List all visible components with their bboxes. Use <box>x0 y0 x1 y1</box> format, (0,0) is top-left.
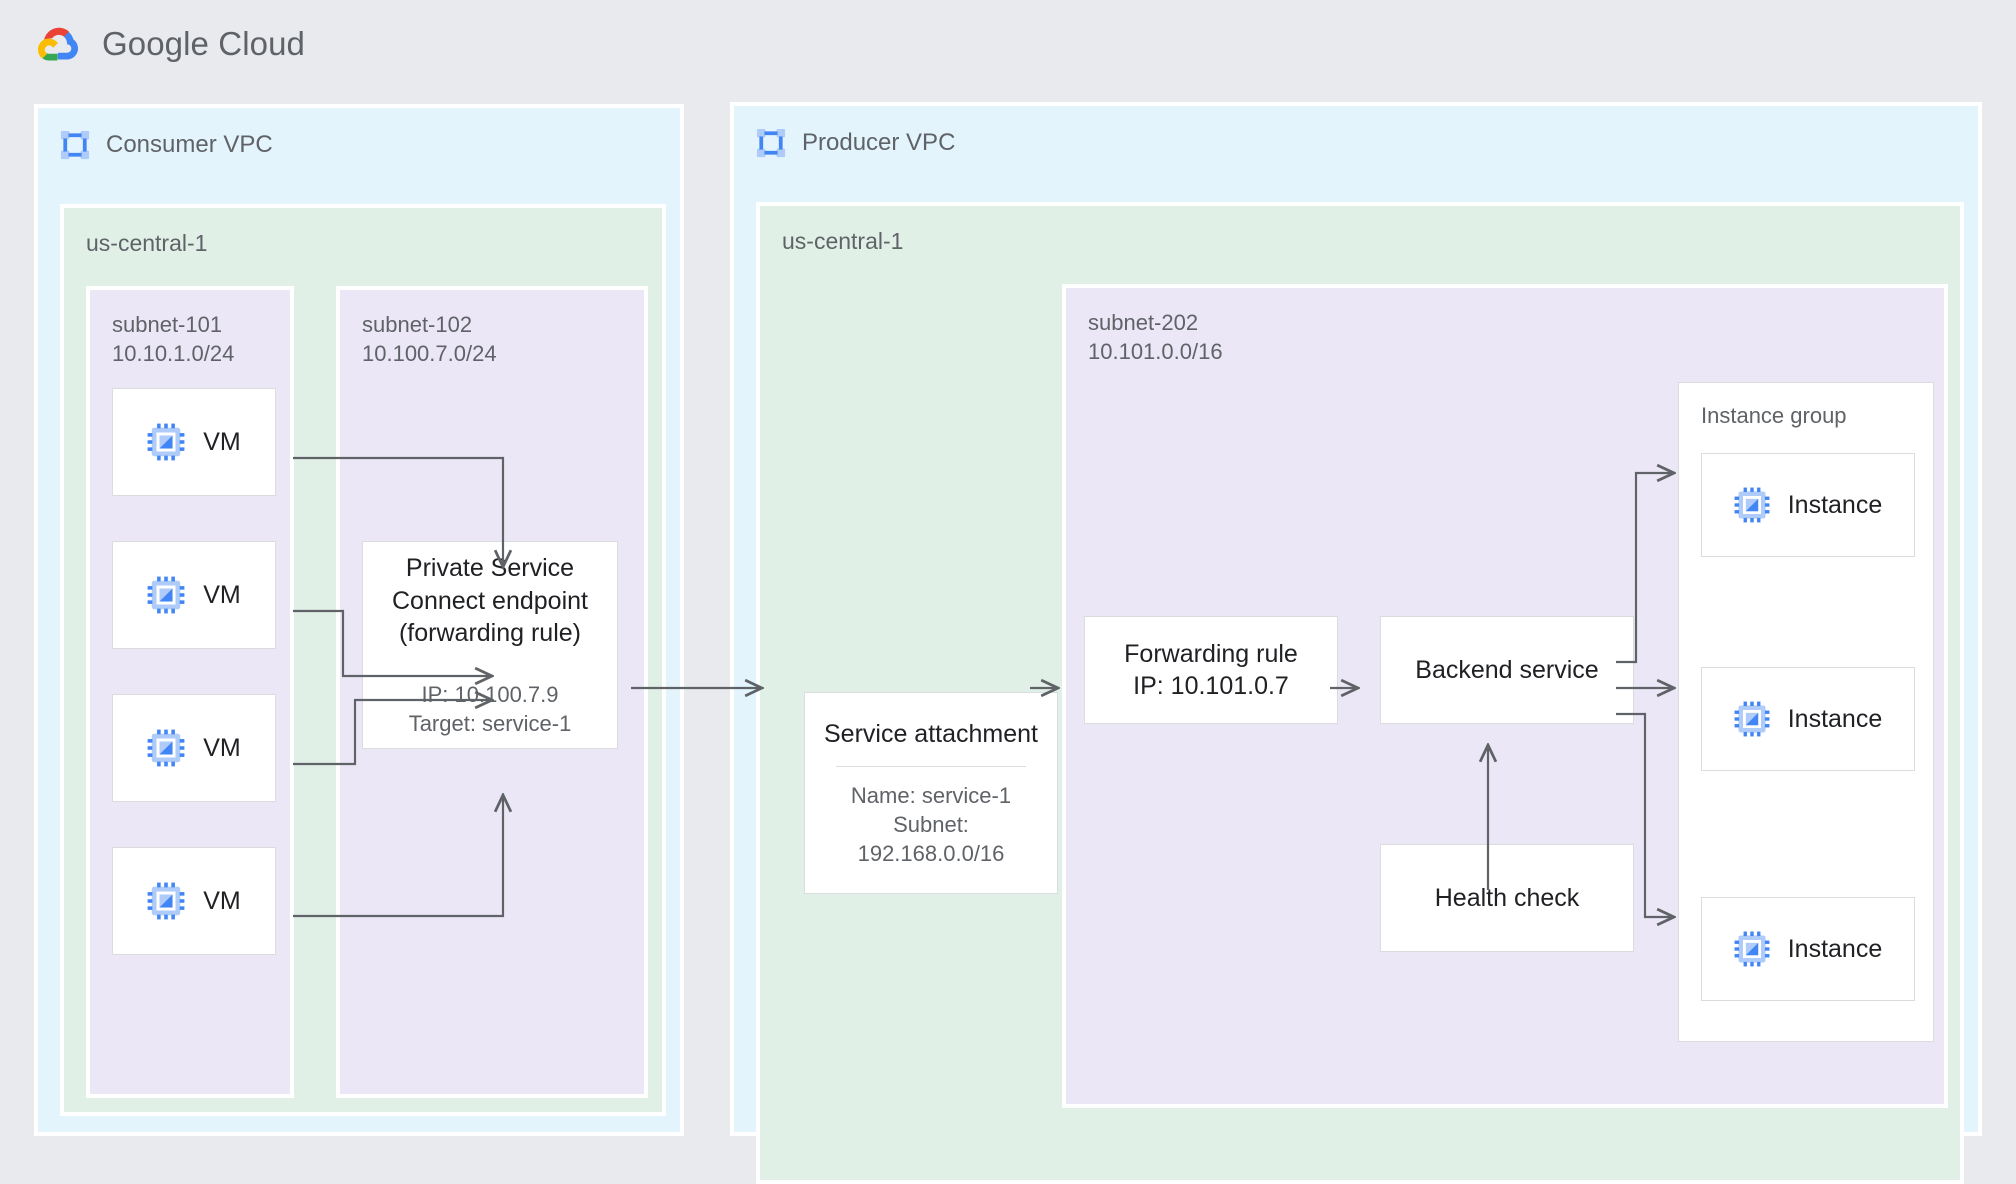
health-check-label: Health check <box>1434 884 1580 912</box>
vm-label-1: VM <box>203 428 241 456</box>
consumer-vpc-header: Consumer VPC <box>60 130 273 160</box>
vm-instance-icon <box>147 423 185 461</box>
instance-card-2[interactable]: Instance <box>1701 667 1915 771</box>
producer-vpc-header: Producer VPC <box>756 128 955 158</box>
instance-card-3[interactable]: Instance <box>1701 897 1915 1001</box>
producer-region-label: us-central-1 <box>782 228 904 254</box>
vm-card-3[interactable]: VM <box>112 694 276 802</box>
psc-endpoint-title: Private Service Connect endpoint (forwar… <box>392 554 588 648</box>
forwarding-rule-label: Forwarding rule IP: 10.101.0.7 <box>1124 640 1298 700</box>
service-attachment-card[interactable]: Service attachment Name: service-1 Subne… <box>804 692 1058 894</box>
vm-card-2[interactable]: VM <box>112 541 276 649</box>
vpc-network-icon <box>756 128 786 158</box>
instance-label-3: Instance <box>1787 935 1883 963</box>
psc-endpoint-card[interactable]: Private Service Connect endpoint (forwar… <box>362 541 618 749</box>
vm-label-4: VM <box>203 887 241 915</box>
vm-instance-icon <box>1734 701 1770 737</box>
backend-service-label: Backend service <box>1415 656 1599 684</box>
psc-endpoint-details: IP: 10.100.7.9 Target: service-1 <box>408 681 572 736</box>
brand-name-bold: Google <box>102 25 210 62</box>
card-divider <box>836 766 1026 768</box>
vm-instance-icon <box>147 882 185 920</box>
producer-region-container: us-central-1 Service attachment Name: se… <box>756 202 1964 1184</box>
instance-label-1: Instance <box>1787 491 1883 519</box>
forwarding-rule-card[interactable]: Forwarding rule IP: 10.101.0.7 <box>1084 616 1338 724</box>
vpc-network-icon <box>60 130 90 160</box>
brand-name-rest: Cloud <box>209 25 306 62</box>
vm-label-2: VM <box>203 581 241 609</box>
service-attachment-details: Name: service-1 Subnet: 192.168.0.0/16 <box>850 783 1012 867</box>
consumer-region-label: us-central-1 <box>86 230 208 256</box>
brand-name: Google Cloud <box>102 25 305 63</box>
producer-vpc-container: Producer VPC us-central-1 Service attach… <box>730 102 1982 1184</box>
vm-instance-icon <box>1734 487 1770 523</box>
vm-instance-icon <box>147 576 185 614</box>
instance-card-1[interactable]: Instance <box>1701 453 1915 557</box>
vm-instance-icon <box>1734 931 1770 967</box>
backend-service-card[interactable]: Backend service <box>1380 616 1634 724</box>
google-cloud-logo-icon <box>34 22 84 66</box>
brand-header: Google Cloud <box>34 22 305 66</box>
vm-card-4[interactable]: VM <box>112 847 276 955</box>
producer-vpc-title: Producer VPC <box>802 129 956 156</box>
instance-group-label: Instance group <box>1701 403 1847 428</box>
vm-instance-icon <box>147 729 185 767</box>
vm-card-1[interactable]: VM <box>112 388 276 496</box>
health-check-card[interactable]: Health check <box>1380 844 1634 952</box>
instance-label-2: Instance <box>1787 705 1883 733</box>
consumer-vpc-title: Consumer VPC <box>106 131 273 158</box>
instance-group-container: Instance group <box>1678 382 1934 1042</box>
vm-label-3: VM <box>203 734 241 762</box>
service-attachment-title: Service attachment <box>824 719 1038 748</box>
